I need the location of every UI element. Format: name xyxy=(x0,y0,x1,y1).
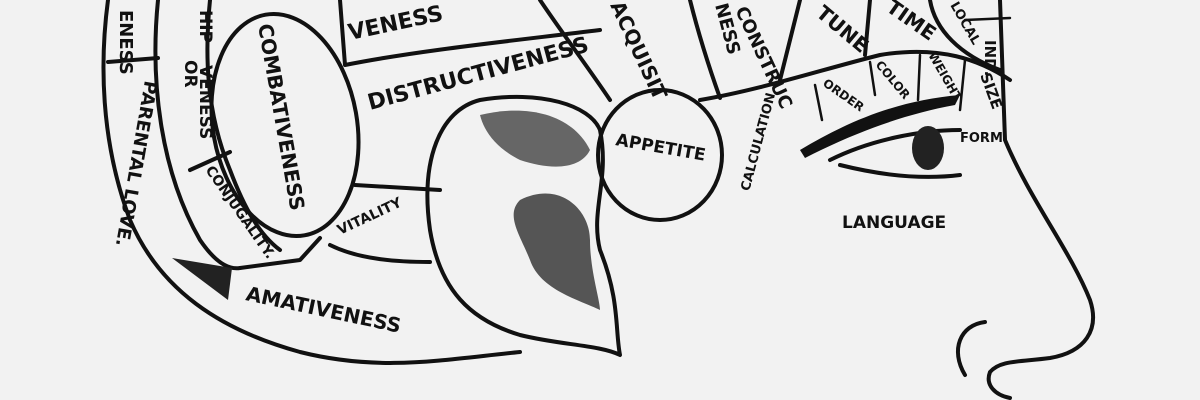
divider xyxy=(188,150,232,172)
label-tune: TUNE xyxy=(812,0,874,57)
label-amativeness: AMATIVENESS xyxy=(244,281,403,337)
label-parental-love: PARENTAL LOVE. xyxy=(111,79,161,248)
label-friendship-1: HIP xyxy=(195,10,215,43)
label-top-veness: VENESS xyxy=(346,1,445,45)
eye-iris xyxy=(912,126,944,170)
hatched-region xyxy=(172,258,232,300)
ear-outline xyxy=(425,94,622,357)
nostril xyxy=(955,320,987,377)
label-acquisit: ACQUISIT xyxy=(605,0,672,104)
acquisit-border xyxy=(538,0,612,102)
conjugality-border xyxy=(238,236,322,270)
face-profile xyxy=(986,0,1096,400)
skull-outline xyxy=(101,0,522,365)
label-calculation: CALCULATION xyxy=(738,91,779,192)
label-friendship-3: VENESS xyxy=(195,65,215,139)
appetite-oval xyxy=(596,88,724,222)
divider xyxy=(106,56,160,64)
label-language: LANGUAGE xyxy=(842,213,946,233)
label-order: ORDER xyxy=(820,76,866,114)
combativeness-oval xyxy=(209,11,361,239)
top-dividers xyxy=(778,0,1002,82)
ear-upper-shading xyxy=(480,110,590,167)
eye-outline xyxy=(828,128,962,179)
label-friendship-2: OR xyxy=(180,60,200,88)
brow-dividers xyxy=(813,16,1012,122)
ear-inner-shading xyxy=(513,193,600,310)
construc-border xyxy=(688,0,722,100)
label-color: COLOR xyxy=(873,58,913,102)
label-combativeness: COMBATIVENESS xyxy=(253,22,310,213)
label-ind: IND. xyxy=(981,40,999,76)
label-conjugality: CONJUGALITY. xyxy=(202,163,278,262)
label-form: FORM xyxy=(960,131,1003,146)
label-eness: ENESS xyxy=(115,10,136,75)
second-arc xyxy=(205,0,282,252)
eyebrow xyxy=(800,95,960,158)
label-appetite: APPETITE xyxy=(614,130,707,165)
brow-line xyxy=(698,49,1012,102)
